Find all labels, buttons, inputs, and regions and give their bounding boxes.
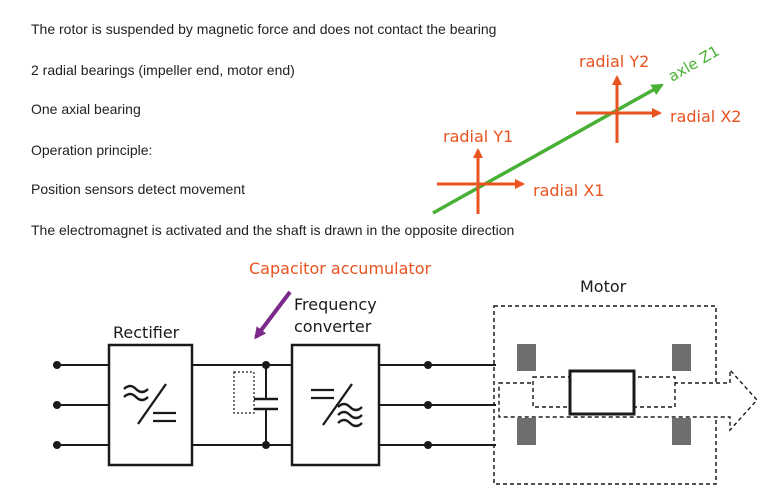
text-line-rotor-suspended: The rotor is suspended by magnetic force…: [31, 21, 497, 37]
label-frequency-line2: converter: [294, 317, 372, 336]
label-motor: Motor: [580, 277, 627, 296]
capacitor-dashed-box: [233, 371, 255, 414]
text-line-operation-principle: Operation principle:: [31, 142, 153, 158]
output-lines: [379, 364, 496, 446]
input-terminals: [53, 361, 61, 449]
label-capacitor-accumulator: Capacitor accumulator: [249, 259, 431, 278]
label-radial-x1: radial X1: [533, 181, 604, 200]
output-nodes: [424, 361, 432, 449]
circuit-diagram: Capacitor accumulator Frequency converte…: [53, 259, 758, 485]
axes-diagram: radial Y1 radial X1 radial Y2 radial X2 …: [432, 42, 741, 215]
dc-bus: [192, 364, 292, 446]
frequency-converter-symbol: [311, 383, 363, 428]
text-line-position-sensors: Position sensors detect movement: [31, 181, 245, 197]
label-frequency-line1: Frequency: [294, 295, 377, 314]
label-radial-y2: radial Y2: [579, 52, 649, 71]
text-line-radial-bearings: 2 radial bearings (impeller end, motor e…: [31, 62, 295, 78]
label-rectifier: Rectifier: [113, 323, 180, 342]
text-line-electromagnet: The electromagnet is activated and the s…: [31, 222, 515, 238]
rectifier-symbol: [123, 383, 176, 425]
rectifier-block: [107, 343, 194, 467]
axle-z1-line: [432, 83, 664, 215]
frequency-converter-block: [290, 343, 381, 467]
radial-cross-2: [576, 75, 662, 143]
text-line-axial-bearing: One axial bearing: [31, 101, 141, 117]
label-radial-x2: radial X2: [670, 107, 741, 126]
capacitor-pointer-arrow: [254, 290, 292, 340]
input-lines: [57, 364, 109, 446]
dc-bus-nodes: [262, 361, 270, 449]
label-axle-z1: axle Z1: [665, 42, 723, 86]
motor-rotor: [568, 369, 636, 416]
motor-bearings: [517, 344, 691, 445]
radial-cross-1: [437, 148, 525, 214]
label-radial-y1: radial Y1: [443, 127, 513, 146]
